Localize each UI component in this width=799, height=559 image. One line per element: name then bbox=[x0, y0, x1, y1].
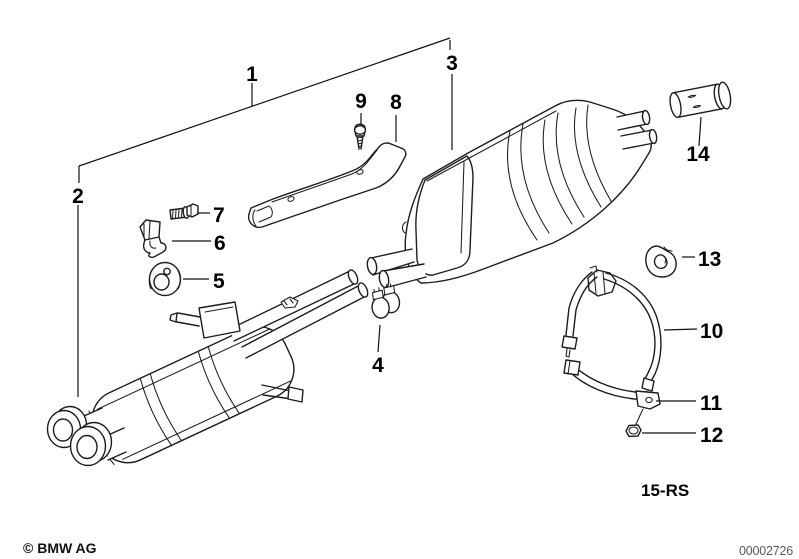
callout-14-label: 14 bbox=[686, 143, 710, 166]
callout-13-label: 13 bbox=[698, 248, 721, 271]
rear-muffler-drawing bbox=[401, 99, 652, 284]
callout-numbers: 1 2 3 4 5 6 7 8 9 10 11 12 13 14 bbox=[72, 52, 723, 447]
grommet-drawing bbox=[645, 245, 677, 278]
callout-8-label: 8 bbox=[390, 91, 402, 114]
callout-4-label: 4 bbox=[372, 354, 384, 377]
callout-1-label: 1 bbox=[246, 63, 258, 86]
copyright-label: © BMW AG bbox=[23, 540, 97, 556]
hanger-strap-drawing bbox=[561, 265, 662, 400]
front-muffler-inlet-flanges bbox=[46, 405, 127, 467]
screw-drawing bbox=[353, 123, 367, 150]
bracket-strap-drawing bbox=[563, 359, 661, 425]
rubber-ring-drawing bbox=[148, 261, 182, 297]
callout-2-label: 2 bbox=[72, 185, 84, 208]
nut-drawing bbox=[625, 424, 642, 438]
callout-9-label: 9 bbox=[355, 90, 367, 113]
callout-5-label: 5 bbox=[213, 270, 225, 293]
callout-10-label: 10 bbox=[700, 320, 723, 343]
callout-12-label: 12 bbox=[700, 424, 723, 447]
section-code-label: 15-RS bbox=[641, 481, 689, 500]
rear-muffler-tailpipes bbox=[616, 109, 658, 150]
bolt-drawing bbox=[169, 203, 199, 220]
callout-11-label: 11 bbox=[700, 392, 723, 415]
rear-muffler-inlet-pipes bbox=[366, 248, 427, 289]
heat-shield-drawing bbox=[247, 142, 407, 229]
drawing-number-label: 00002726 bbox=[739, 544, 793, 558]
front-muffler-drawing bbox=[88, 325, 304, 465]
retaining-clip-drawing bbox=[139, 219, 167, 258]
clamp-drawing bbox=[371, 283, 401, 319]
callout-3-label: 3 bbox=[446, 52, 458, 75]
callout-leader-lines bbox=[77, 37, 702, 434]
callout-6-label: 6 bbox=[214, 232, 226, 255]
callout-7-label: 7 bbox=[213, 204, 225, 227]
tailpipe-tip-drawing bbox=[669, 81, 732, 119]
center-pipes-drawing bbox=[169, 269, 369, 359]
